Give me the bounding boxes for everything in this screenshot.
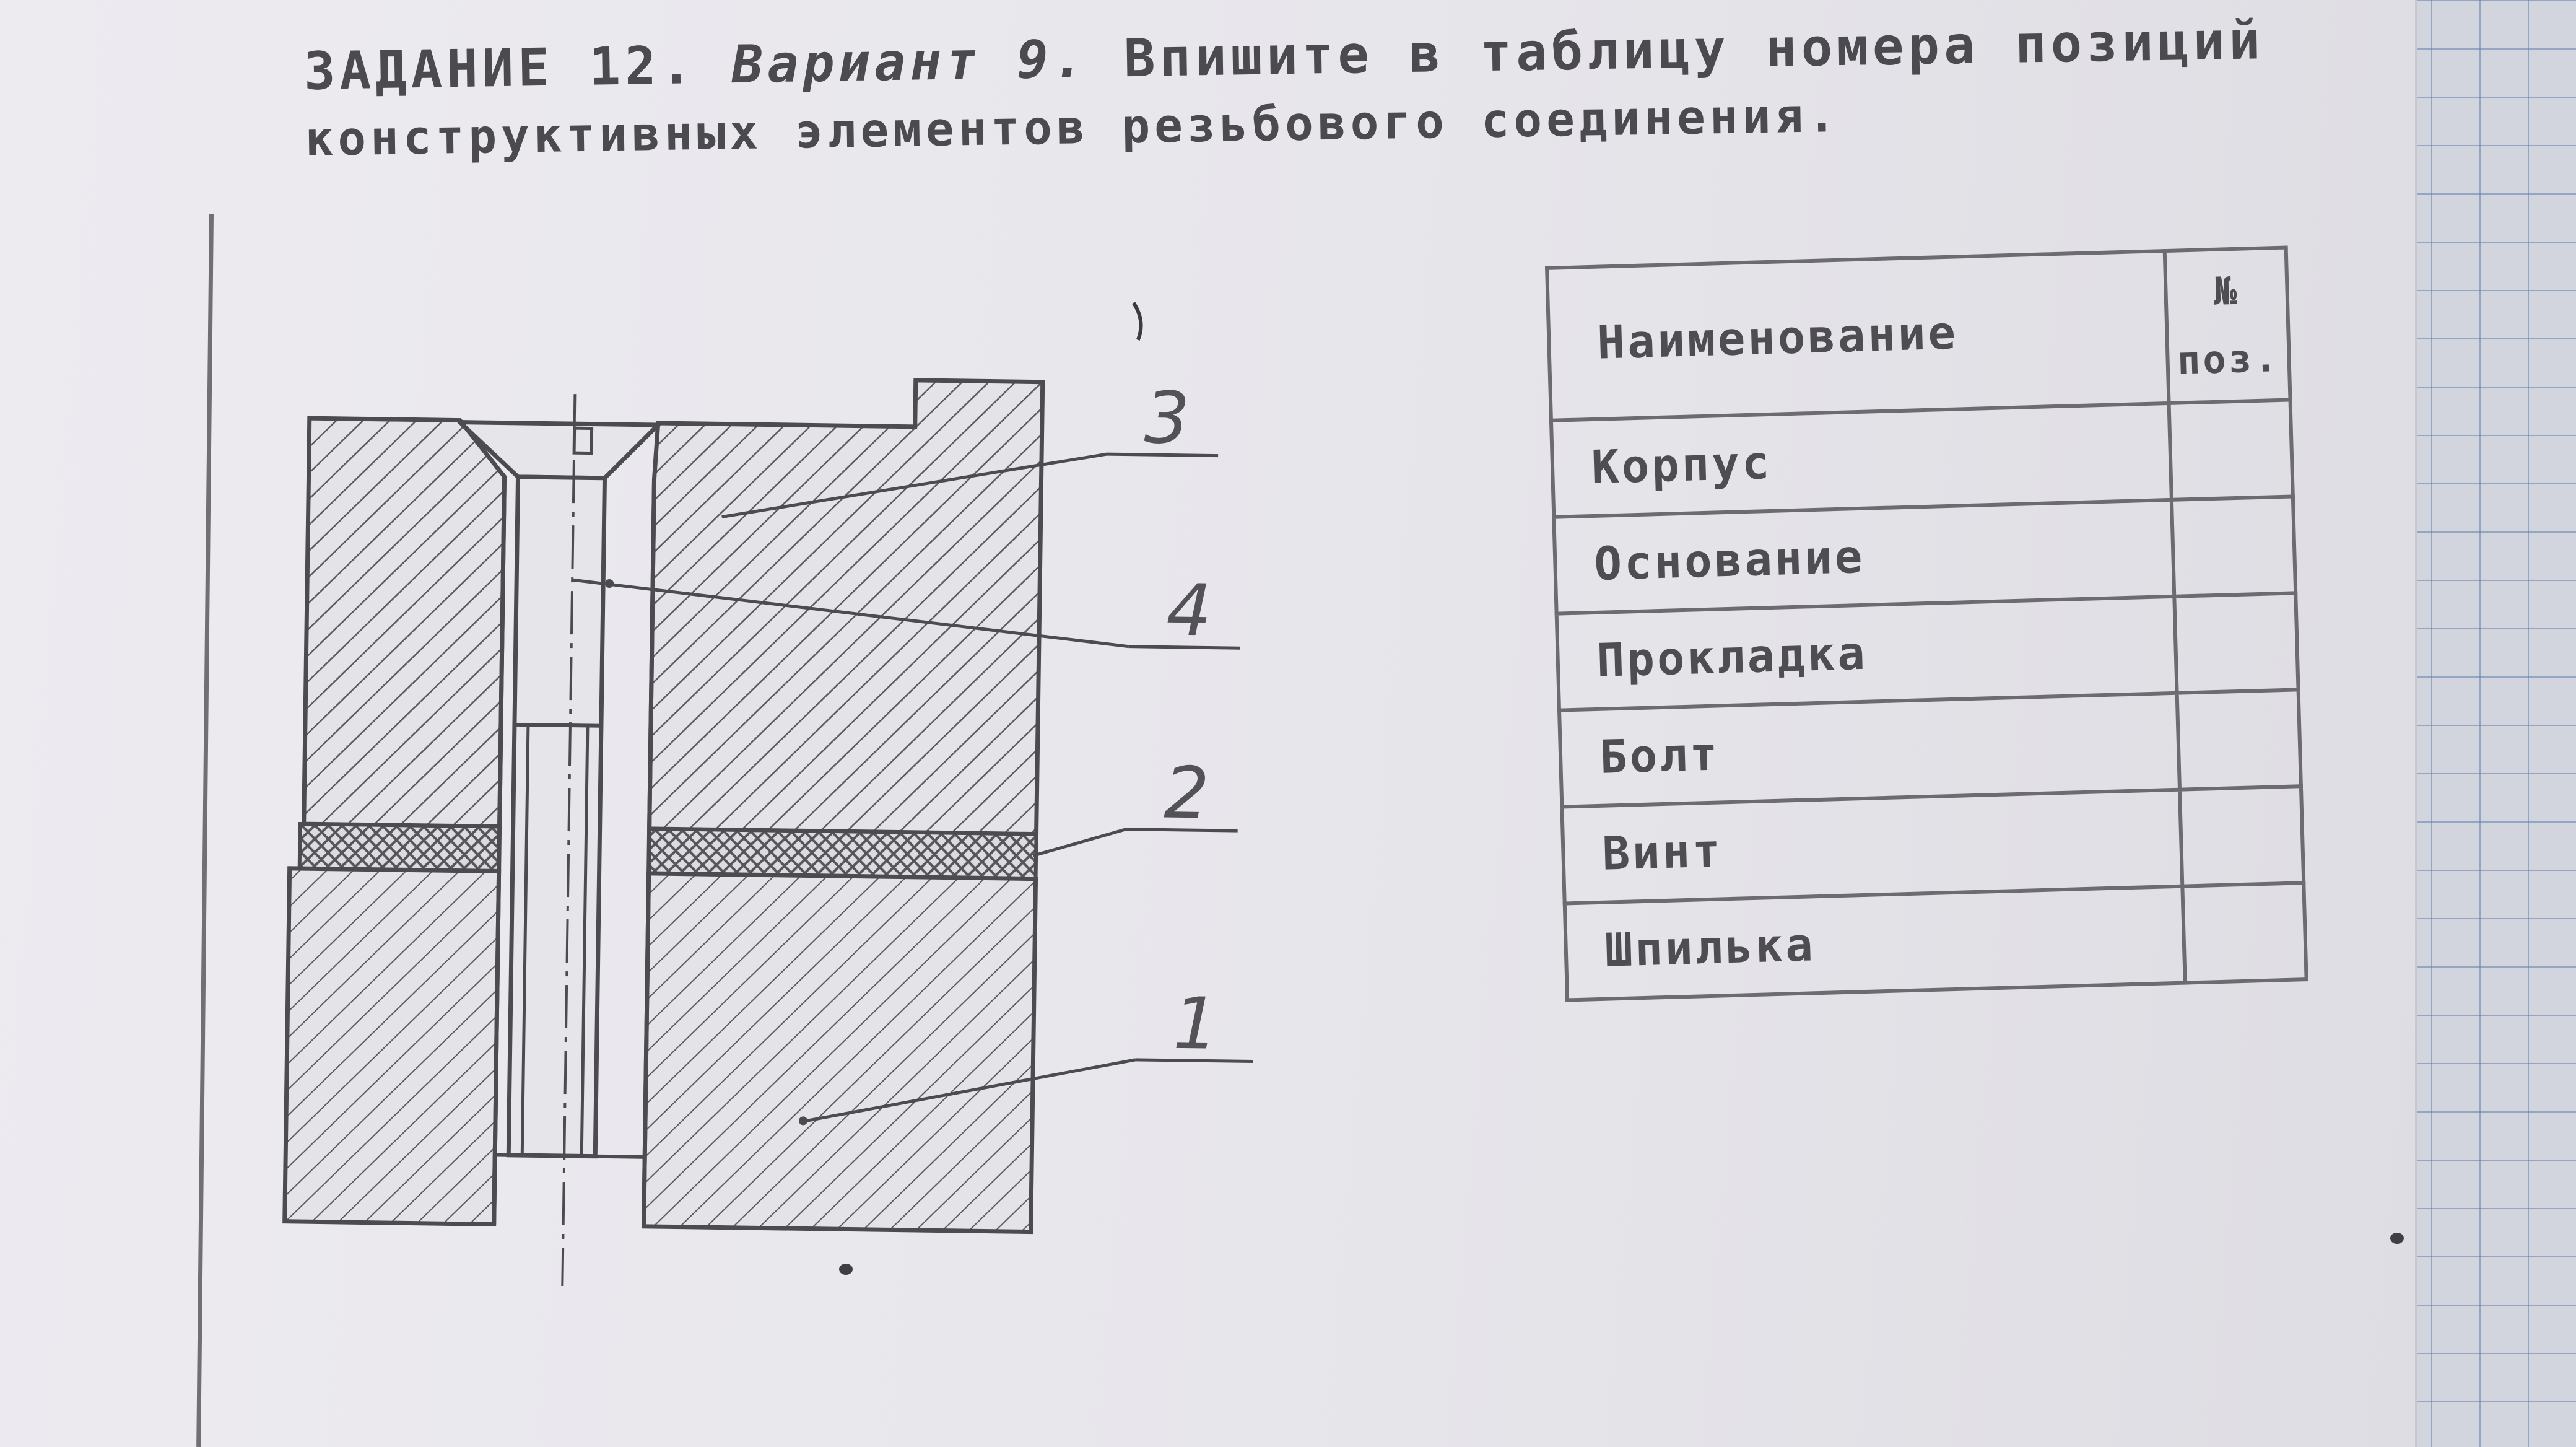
positions-table: Наименование № поз. Корпус Основание [1545,245,2308,1002]
thread-inner-left [520,725,530,1156]
row-pos-input-osnovanie[interactable] [2171,496,2296,597]
callout-shelf-1 [1135,1058,1253,1064]
row-pos-input-vint[interactable] [2179,786,2304,886]
gasket-left-section [297,821,502,873]
row-name-osnovanie: Основание [1554,499,2175,614]
row-name-vint: Винт [1562,789,2183,904]
gasket-right-section [646,826,1038,881]
task-heading: ЗАДАНИЕ 12. Вариант 9. Впишите в таблицу… [303,6,2324,173]
row-pos-input-prokladka[interactable] [2174,593,2299,693]
positions-table-container: Наименование № поз. Корпус Основание [1545,241,2485,1121]
callout-shelf-2 [1126,828,1238,833]
thread-inner-right [580,725,590,1156]
callout-number-2: 2 [1164,751,1210,835]
header-position: № поз. [2164,247,2291,403]
task-label: ЗАДАНИЕ 12. [303,35,697,102]
row-pos-input-korpus[interactable] [2169,400,2293,500]
callout-shelf-3 [1107,452,1219,458]
row-name-shpilka: Шпилька [1564,886,2185,1000]
threaded-joint-drawing: 3 4 2 1 [248,273,1424,1326]
variant-label: Вариант 9. [731,28,1089,95]
leader-dot-1 [799,1116,808,1126]
header-position-number-sign: № [2213,268,2240,314]
hole-wall-right [642,478,657,1226]
callout-number-1: 1 [1172,982,1219,1066]
table-header-row: Наименование № поз. [1547,247,2291,421]
ink-spot [2390,1233,2404,1244]
leader-dot-4 [605,579,614,588]
ink-spot [839,1264,853,1275]
row-name-bolt: Болт [1559,693,2180,807]
callout-shelf-4 [1128,645,1240,650]
leader-line-3 [721,452,1107,518]
row-name-korpus: Корпус [1551,403,2172,517]
table-row: Шпилька [1564,883,2307,1000]
instruction-text: Впишите в таблицу номера позиций [1123,10,2265,89]
row-pos-input-shpilka[interactable] [2182,883,2307,983]
frame-border-line [196,214,214,1447]
screw-slot [572,426,594,455]
row-name-prokladka: Прокладка [1556,596,2177,710]
base-left-section [282,866,502,1227]
leader-line-4 [572,578,1129,649]
leader-line-1 [799,1058,1136,1124]
hole-thread-end [495,1153,645,1159]
leader-line-2 [1032,828,1127,857]
hole-wall-left [492,476,507,1225]
upper-part-right-section [647,378,1045,837]
callout-number-4: 4 [1166,569,1212,653]
upper-part-left-section [302,416,507,829]
worksheet: ЗАДАНИЕ 12. Вариант 9. Впишите в таблицу… [0,0,2417,1447]
pencil-mark [1132,302,1143,341]
header-name: Наименование [1547,251,2169,421]
assembly-section-svg: 3 4 2 1 [282,302,1253,1287]
header-position-abbr: поз. [2176,334,2281,383]
base-right-section [642,871,1038,1235]
callout-number-3: 3 [1144,377,1190,460]
row-pos-input-bolt[interactable] [2177,689,2301,790]
